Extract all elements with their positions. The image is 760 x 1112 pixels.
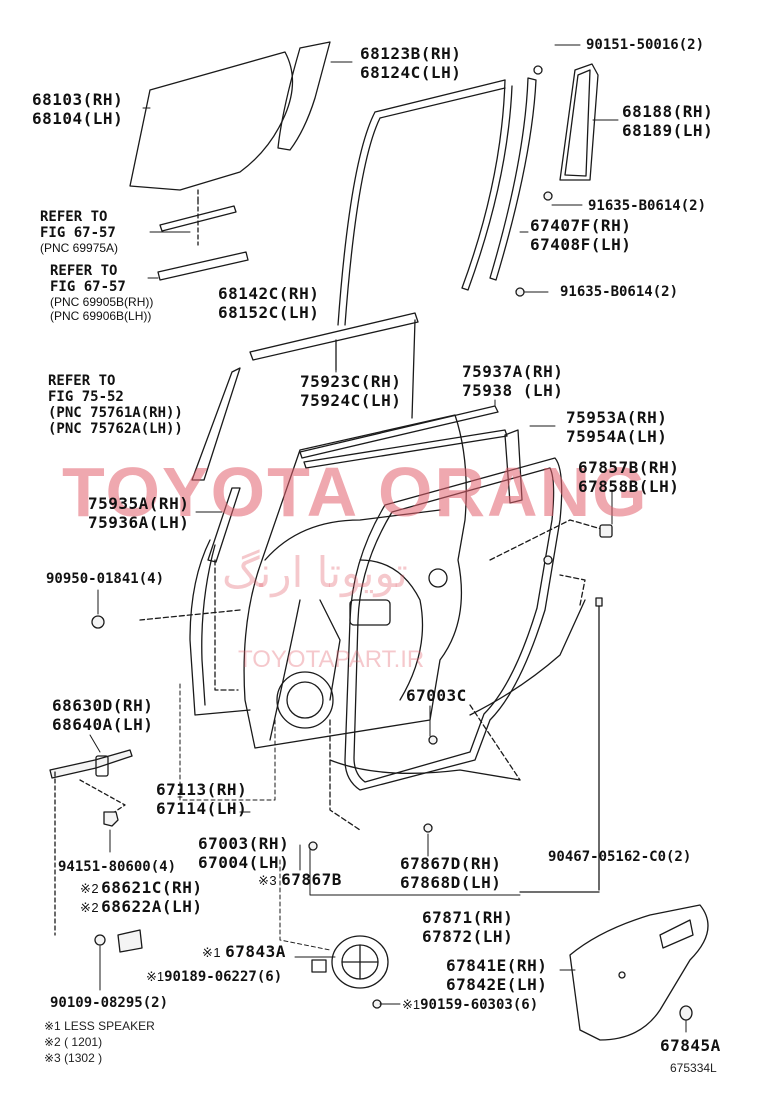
clip-90950 <box>91 615 105 629</box>
label-67841e: 67841E(RH)67842E(LH) <box>446 956 548 994</box>
belt-weatherstrip-outer <box>249 312 419 371</box>
door-check <box>49 749 133 936</box>
refer-note-2: REFER TO FIG 67-57 (PNC 69905B(RH)) (PNC… <box>50 263 154 323</box>
door-moulding <box>191 367 241 563</box>
label-94151: 94151-80600(4) <box>58 859 177 875</box>
glass-run <box>337 79 513 326</box>
rear-quarter-glass <box>559 63 599 181</box>
label-68188: 68188(RH)68189(LH) <box>622 102 714 140</box>
door-outer-frame <box>189 539 251 716</box>
label-67845a: 67845A <box>660 1036 721 1055</box>
label-68142c: 68142C(RH)68152C(LH) <box>218 284 320 322</box>
label-90467: 90467-05162-C0(2) <box>548 849 692 865</box>
label-67003: 67003(RH)67004(LH) <box>198 834 290 872</box>
label-91635-b: 91635-B0614(2) <box>560 284 679 300</box>
bracket-68621c <box>117 929 143 953</box>
screw-icon <box>533 65 543 75</box>
watermark-main: TOYOTA ORANG <box>62 453 649 531</box>
label-75923c: 75923C(RH)75924C(LH) <box>300 372 402 410</box>
body-outline <box>329 599 586 781</box>
plug-67845a <box>679 1005 693 1021</box>
division-bar <box>489 65 543 281</box>
label-75937a: 75937A(RH)75938 (LH) <box>462 362 564 400</box>
label-67857b: 67857B(RH)67858B(LH) <box>578 458 680 496</box>
door-shell <box>139 519 606 831</box>
clip-67857b <box>599 524 613 538</box>
leader-lines <box>89 44 687 1033</box>
label-90109: 90109-08295(2) <box>50 995 169 1011</box>
refer-note-1: REFER TO FIG 67-57 (PNC 69975A) <box>40 209 119 255</box>
screw-90467 <box>519 597 603 893</box>
watermark-arabic: تویوتا ارنگ <box>222 548 408 597</box>
label-75953a: 75953A(RH)75954A(LH) <box>566 408 668 446</box>
regulator-strips <box>157 189 249 281</box>
service-hole-cover <box>569 904 709 1041</box>
label-67407f: 67407F(RH)67408F(LH) <box>530 216 632 254</box>
door-weatherstrip <box>344 457 563 791</box>
speaker-67843a <box>311 935 389 989</box>
label-75935a: 75935A(RH)75936A(LH) <box>88 494 190 532</box>
label-68630d: 68630D(RH)68640A(LH) <box>52 696 154 734</box>
belt-weatherstrips <box>299 319 523 504</box>
quarter-glass <box>277 41 331 151</box>
door-glass <box>129 51 294 191</box>
label-67113: 67113(RH)67114(LH) <box>156 780 248 818</box>
label-68123b: 68123B(RH)68124C(LH) <box>360 44 462 82</box>
label-90950: 90950-01841(4) <box>46 571 165 587</box>
footnotes: ※1 LESS SPEAKER ※2 ( 1201) ※3 (1302 ) <box>44 1019 155 1065</box>
label-67871: 67871(RH)67872(LH) <box>422 908 514 946</box>
refer-note-3: REFER TO FIG 75-52 (PNC 75761A(RH)) (PNC… <box>48 373 183 437</box>
nut-94151 <box>103 811 119 827</box>
label-68103: 68103(RH)68104(LH) <box>32 90 124 128</box>
label-90159: ※190159-60303(6) <box>402 997 539 1013</box>
fasteners <box>308 191 553 851</box>
diagram-code: 675334L <box>670 1061 717 1075</box>
label-67867d: 67867D(RH)67868D(LH) <box>400 854 502 892</box>
label-67003c: 67003C <box>406 686 467 705</box>
label-90151: 90151-50016(2) <box>586 37 705 53</box>
label-90189: ※190189-06227(6) <box>146 969 283 985</box>
watermark-url: TOYOTAPART.IR <box>238 646 425 673</box>
bolt-90109 <box>94 934 106 946</box>
label-91635-a: 91635-B0614(2) <box>588 198 707 214</box>
